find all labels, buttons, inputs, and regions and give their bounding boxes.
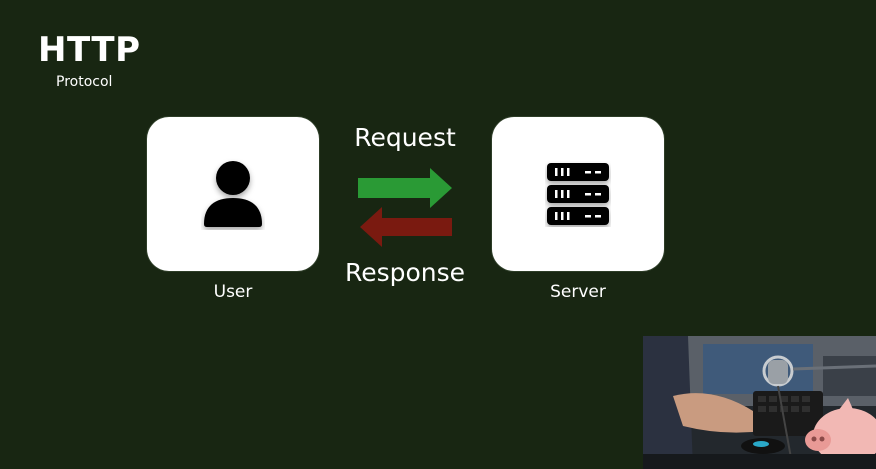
server-rack-icon bbox=[547, 163, 609, 225]
response-label: Response bbox=[344, 258, 466, 287]
response-arrow-icon bbox=[360, 207, 452, 247]
request-arrow-icon bbox=[358, 168, 452, 208]
webcam-image bbox=[643, 336, 876, 469]
diagram-title: HTTP bbox=[38, 30, 141, 70]
server-label: Server bbox=[550, 282, 606, 302]
webcam-overlay bbox=[643, 336, 876, 469]
person-icon bbox=[204, 161, 262, 227]
diagram-subtitle: Protocol bbox=[56, 74, 113, 90]
user-card bbox=[147, 117, 319, 271]
server-card bbox=[492, 117, 664, 271]
user-label: User bbox=[213, 282, 253, 302]
request-label: Request bbox=[354, 123, 456, 152]
